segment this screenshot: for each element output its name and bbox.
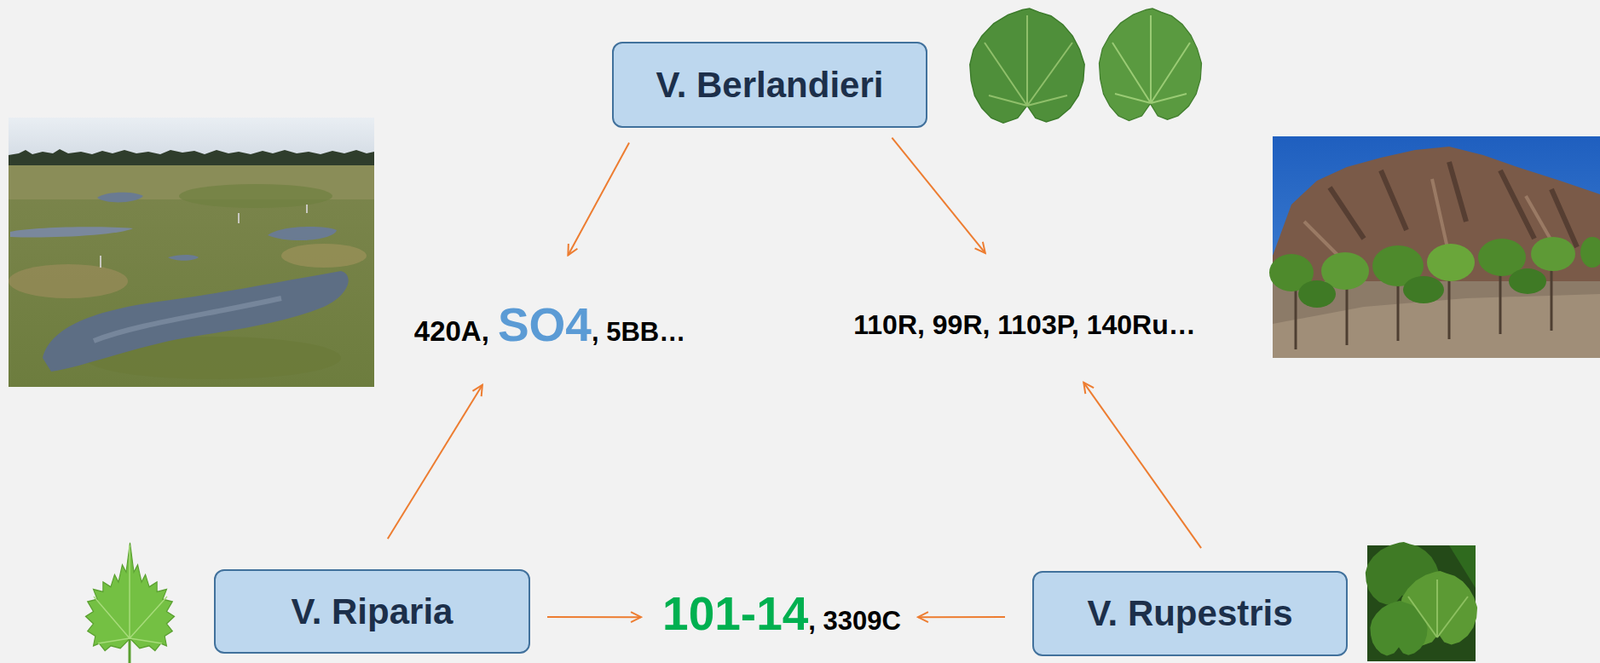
rootstock-list: 420A,SO4, 5BB… [410,294,689,355]
bog-photo [267,226,337,241]
text-row: 420A,SO4, 5BB… [414,297,686,353]
berlandieri-leaf [1112,15,1190,104]
rootstock-name: 420A, [414,315,490,347]
vineyard-photo [1580,236,1600,268]
bog-photo [97,192,144,203]
rootstock-name: , 3309C [808,606,902,636]
bog-photo [8,117,375,388]
arrow-connector [918,616,1006,619]
bog-photo [237,213,240,224]
vineyard-photo [1298,280,1336,308]
vineyard-photo [1269,136,1600,359]
vineyard-photo [1426,243,1475,282]
riparia-leaf [93,545,168,644]
vineyard-photo [1499,265,1502,335]
rupestris-photo [1449,545,1476,589]
vineyard-photo [1269,236,1600,308]
rootstock-list: 101-14, 3309C [658,583,905,644]
bog-photo [42,271,349,372]
vineyard-photo [1304,179,1560,256]
bog-photo [8,149,375,168]
bog-photo [8,264,128,299]
vineyard-photo [1508,268,1547,295]
rootstock-list: 110R, 99R, 1103P, 140Ru… [849,297,1199,353]
arrow-connector [891,138,985,254]
arrow-connector [1083,382,1202,549]
text-row: V. Rupestris [1086,593,1293,635]
rupestris-photo [1365,542,1478,662]
rootstock-name: 101-14 [662,587,809,641]
rupestris-photo [1408,579,1468,638]
vineyard-photo [1329,161,1577,248]
rupestris-photo [1369,600,1427,656]
text-row: 110R, 99R, 1103P, 140Ru… [853,309,1196,341]
species-box: V. Berlandieri [612,41,928,128]
riparia-leaf [86,542,175,663]
arrow-connector [567,143,630,256]
bog-photo [306,204,308,214]
riparia-leaf [128,638,132,663]
vineyard-photo [1272,136,1600,359]
riparia-leaf [86,542,175,652]
bog-photo [99,255,102,268]
arrow-connector [387,385,483,539]
rootstock-name: 110R, 99R, 1103P, 140Ru… [853,309,1196,341]
species-box: V. Rupestris [1032,571,1348,657]
bog-photo [93,298,282,341]
text-row: V. Riparia [291,591,454,633]
vineyard-photo [1272,146,1600,290]
berlandieri-leaf [984,15,1073,106]
vineyard-photo [1530,236,1576,272]
text-row: 101-14, 3309C [662,586,902,642]
berlandieri-leaf [984,15,1073,106]
species-name: V. Berlandieri [656,64,884,105]
text-row: V. Berlandieri [656,64,884,106]
rootstock-name: , 5BB… [591,317,686,347]
berlandieri-leaf [1099,8,1202,122]
bog-photo [179,184,333,208]
species-name: V. Riparia [291,591,454,632]
berlandieri-leaf [970,8,1085,123]
bog-photo [10,226,133,237]
species-name: V. Rupestris [1086,593,1293,634]
rootstock-name: SO4 [497,298,592,352]
berlandieri-leaf [970,8,1085,123]
bog-photo [167,254,199,261]
vineyard-photo [1550,262,1554,331]
species-box: V. Riparia [213,569,531,654]
berlandieri-leaf [1099,8,1202,122]
bog-photo [8,117,375,388]
bog-photo [281,243,367,268]
arrow-connector [547,616,642,619]
berlandieri-leaf [1112,15,1190,104]
vineyard-photo [1403,276,1445,304]
